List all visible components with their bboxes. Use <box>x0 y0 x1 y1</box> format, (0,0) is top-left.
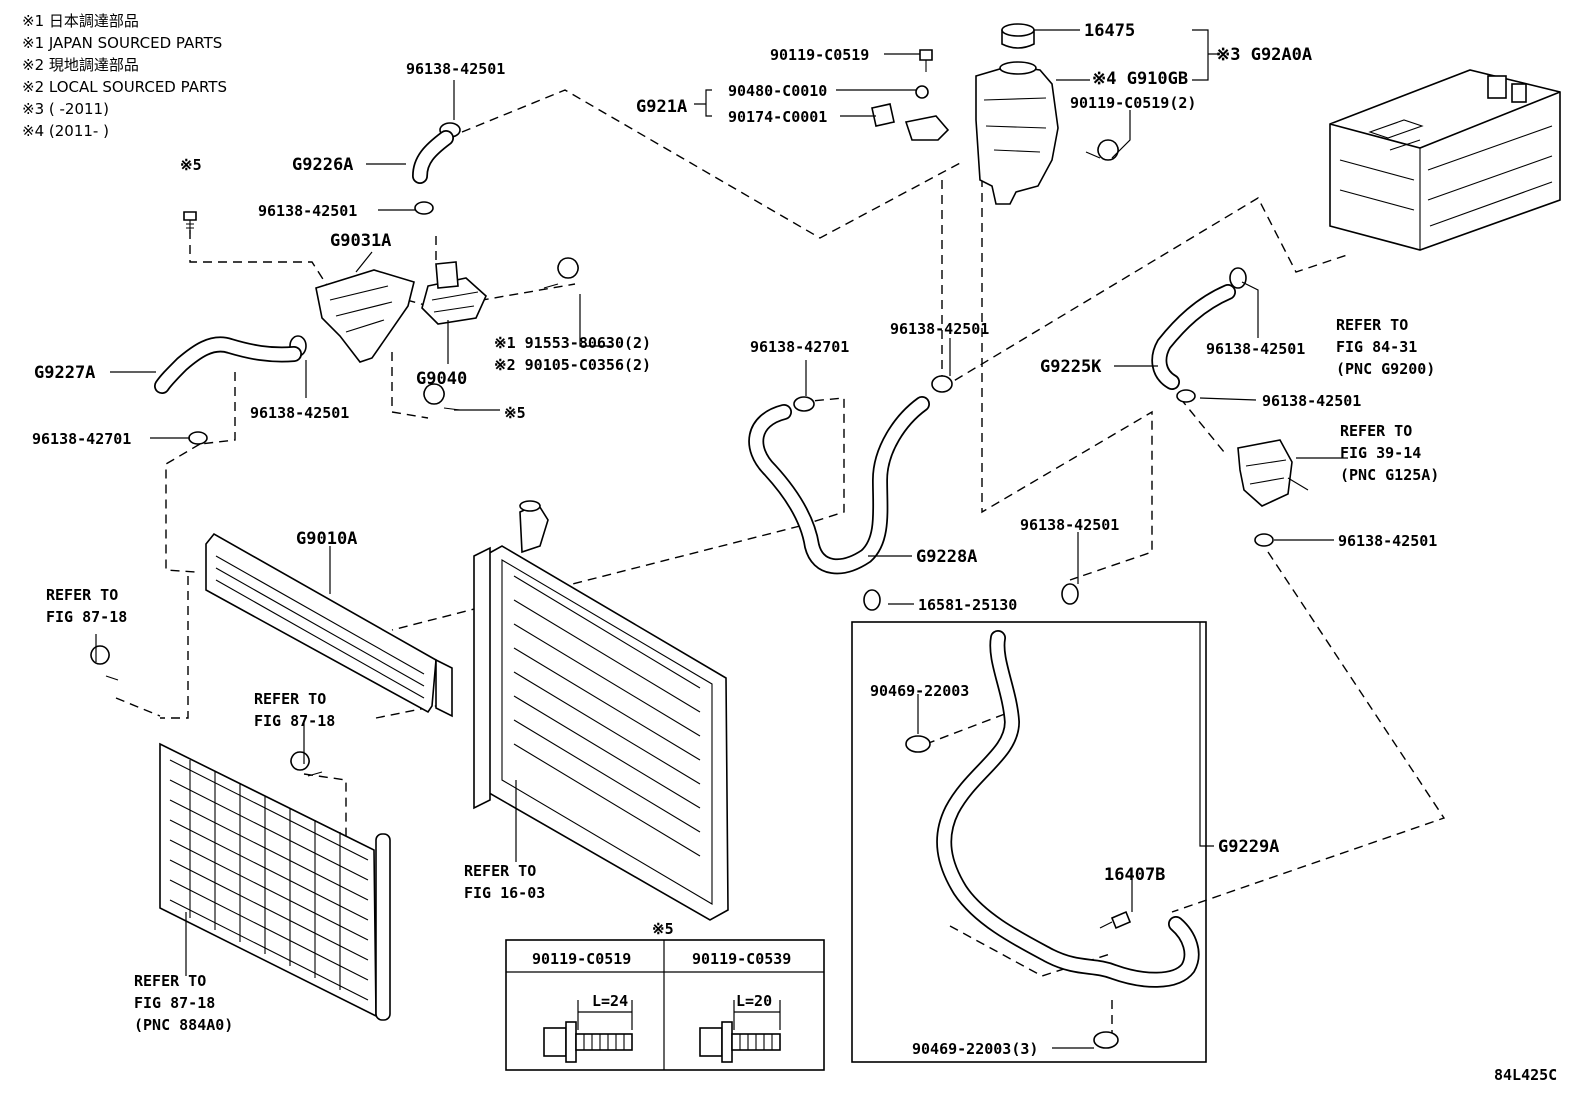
label-pnc-884a0: (PNC 884A0) <box>134 1016 233 1034</box>
label-90469-22003-3: 90469-22003(3) <box>912 1040 1038 1058</box>
label-g921a: G921A <box>636 97 687 117</box>
label-91553-80630: ※1 91553-80630(2) <box>494 334 651 352</box>
label-g9226a: G9226A <box>292 155 353 175</box>
label-96138-42501-bottom-right: 96138-42501 <box>1338 532 1437 550</box>
label-g910gb: ※4 G910GB <box>1092 69 1188 89</box>
bolt-1-drawing <box>543 1000 633 1063</box>
label-16407b: 16407B <box>1104 865 1165 885</box>
label-pnc-g9200: (PNC G9200) <box>1336 360 1435 378</box>
label-g9227a: G9227A <box>34 363 95 383</box>
label-16475: 16475 <box>1084 21 1135 41</box>
reservoir-bracket <box>871 85 950 141</box>
label-96138-42501-center: 96138-42501 <box>1020 516 1119 534</box>
label-mark5-upper: ※5 <box>180 156 202 174</box>
label-bolt-90119-c0519: 90119-C0519 <box>532 950 631 968</box>
label-bolt-90119-c0539: 90119-C0539 <box>692 950 791 968</box>
label-g9229a: G9229A <box>1218 837 1279 857</box>
label-90119-c0519: 90119-C0519 <box>770 46 869 64</box>
label-90174-c0001: 90174-C0001 <box>728 108 827 126</box>
bracket-g125a <box>1237 439 1309 507</box>
label-96138-42501-top: 96138-42501 <box>406 60 505 78</box>
label-fig-87-18-a: FIG 87-18 <box>46 608 127 626</box>
legend-notes: ※1 日本調達部品 ※1 JAPAN SOURCED PARTS ※2 現地調達… <box>22 12 227 140</box>
label-96138-42501-lower: 96138-42501 <box>250 404 349 422</box>
label-96138-42501-mid: 96138-42501 <box>890 320 989 338</box>
label-refer-to-84-31: REFER TO <box>1336 316 1408 334</box>
note-3: ※2 現地調達部品 <box>22 56 139 74</box>
label-g9225k: G9225K <box>1040 357 1102 377</box>
label-90480-c0010: 90480-C0010 <box>728 82 827 100</box>
reservoir-tank <box>975 23 1059 205</box>
label-mark5-table: ※5 <box>652 920 674 938</box>
note-4: ※2 LOCAL SOURCED PARTS <box>22 78 227 96</box>
note-2: ※1 JAPAN SOURCED PARTS <box>22 34 222 52</box>
label-diagram-code: 84L425C <box>1494 1066 1557 1084</box>
label-fig-16-03: FIG 16-03 <box>464 884 545 902</box>
sub-radiator-g9010a <box>205 532 453 718</box>
inverter-assembly <box>1329 69 1561 251</box>
label-16581-25130: 16581-25130 <box>918 596 1017 614</box>
condenser <box>159 742 391 1021</box>
bolt-2-drawing <box>699 1000 781 1063</box>
label-refer-to-87-18-c: REFER TO <box>134 972 206 990</box>
label-refer-to-87-18-a: REFER TO <box>46 586 118 604</box>
label-fig-84-31: FIG 84-31 <box>1336 338 1417 356</box>
label-g9040: G9040 <box>416 369 467 389</box>
label-90469-22003: 90469-22003 <box>870 682 969 700</box>
label-fig-39-14: FIG 39-14 <box>1340 444 1421 462</box>
main-radiator <box>473 500 729 921</box>
label-96138-42501-right2: 96138-42501 <box>1262 392 1361 410</box>
g9229a-group-box <box>851 621 1207 1063</box>
label-96138-42701-mid: 96138-42701 <box>750 338 849 356</box>
leader-lines <box>95 29 1348 1049</box>
label-fig-87-18-c: FIG 87-18 <box>134 994 215 1012</box>
label-g9010a: G9010A <box>296 529 357 549</box>
label-length-20: L=20 <box>736 992 772 1010</box>
label-length-24: L=24 <box>592 992 628 1010</box>
label-g92a0a: ※3 G92A0A <box>1216 45 1312 65</box>
label-refer-to-87-18-b: REFER TO <box>254 690 326 708</box>
note-5: ※3 ( -2011) <box>22 100 109 118</box>
part-labels: 16475 90119-C0519 ※3 G92A0A 90480-C0010 … <box>32 21 1557 1084</box>
label-90105-c0356: ※2 90105-C0356(2) <box>494 356 651 374</box>
label-g9228a: G9228A <box>916 547 977 567</box>
label-fig-87-18-b: FIG 87-18 <box>254 712 335 730</box>
label-90119-c0519-2: 90119-C0519(2) <box>1070 94 1196 112</box>
label-refer-to-39-14: REFER TO <box>1340 422 1412 440</box>
note-1: ※1 日本調達部品 <box>22 12 139 30</box>
hoses <box>154 130 1236 988</box>
bolt-spec-table <box>505 939 825 1071</box>
label-96138-42501-pump: 96138-42501 <box>258 202 357 220</box>
label-96138-42501-right: 96138-42501 <box>1206 340 1305 358</box>
label-g9031a: G9031A <box>330 231 391 251</box>
note-6: ※4 (2011- ) <box>22 122 109 140</box>
water-pump-bracket <box>315 261 487 363</box>
label-96138-42701-left: 96138-42701 <box>32 430 131 448</box>
label-mark5-pump: ※5 <box>504 404 526 422</box>
label-refer-to-16-03: REFER TO <box>464 862 536 880</box>
label-pnc-g125a: (PNC G125A) <box>1340 466 1439 484</box>
